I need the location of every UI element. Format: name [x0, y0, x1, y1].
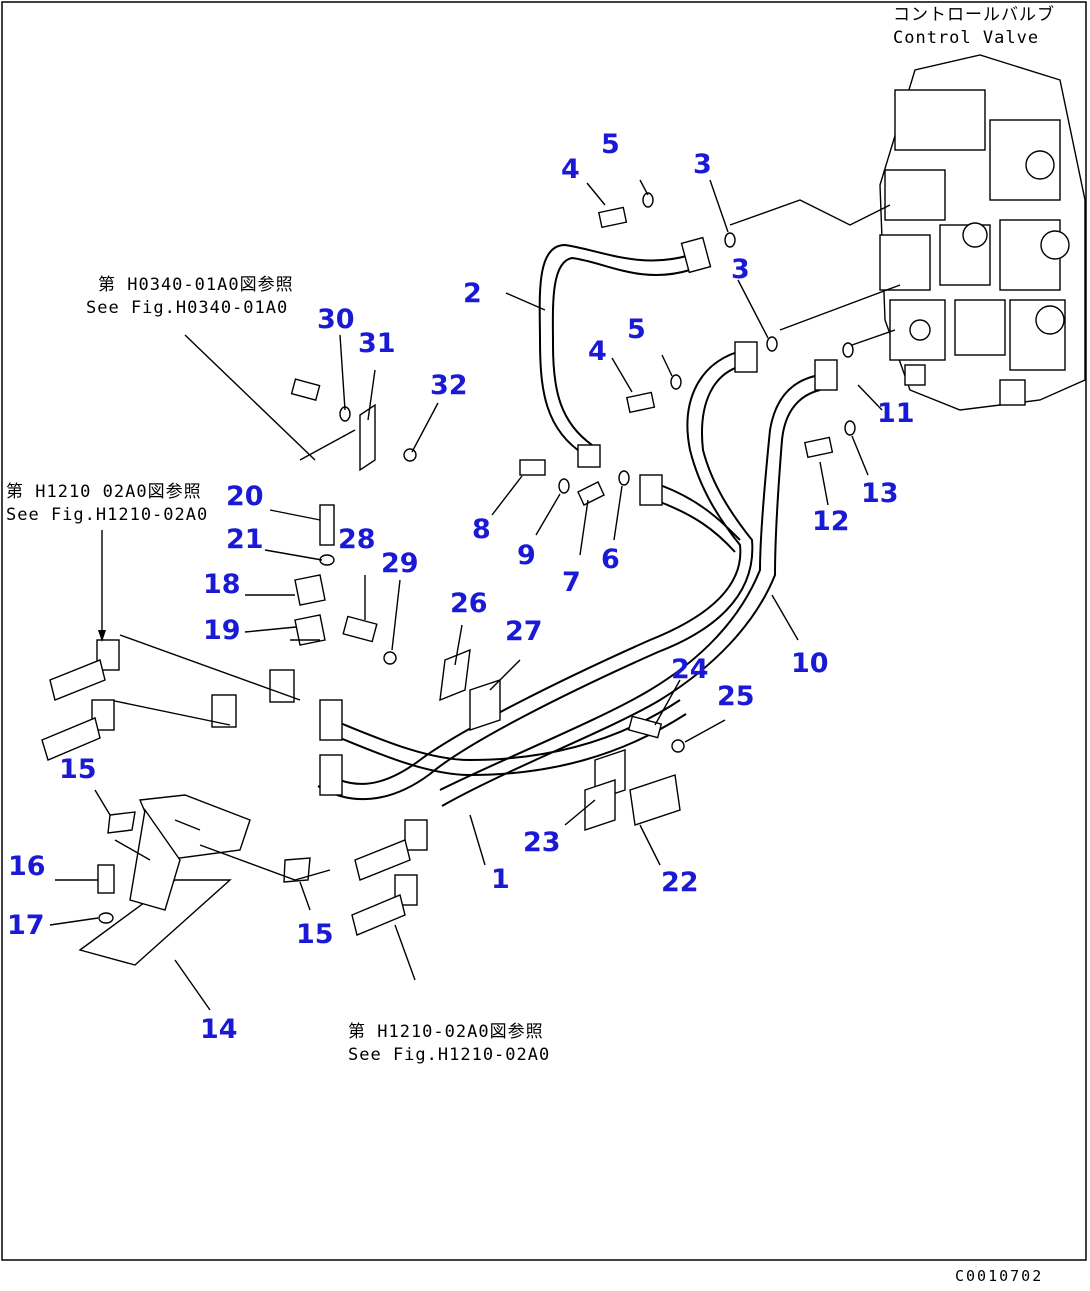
callout-13: 13	[861, 478, 899, 509]
callout-20: 20	[226, 481, 264, 512]
lower-pipes	[41, 634, 687, 936]
callout-15: 15	[59, 754, 97, 785]
callout-4: 4	[561, 154, 580, 185]
hose-10	[439, 359, 838, 807]
leader-lines	[49, 179, 901, 1011]
callout-14: 14	[200, 1014, 238, 1045]
callout-12: 12	[812, 506, 850, 537]
callout-15: 15	[296, 919, 334, 950]
note-ref-h0340-jp: 第 H0340-01A0図参照	[98, 275, 294, 295]
note-control-valve-jp: コントロールバルブ	[893, 5, 1055, 25]
callout-9: 9	[517, 540, 536, 571]
border	[1, 1, 1087, 1261]
control-valve-body	[879, 54, 1086, 411]
callout-22: 22	[661, 867, 699, 898]
callout-3: 3	[731, 254, 750, 285]
note-ref-h0340-en: See Fig.H0340-01A0	[86, 298, 289, 318]
note-ref-h1210a-jp: 第 H1210 02A0図参照	[6, 482, 202, 502]
note-ref-h1210a-en: See Fig.H1210-02A0	[6, 505, 209, 525]
callout-3: 3	[693, 149, 712, 180]
bracket-14	[78, 794, 251, 966]
callout-29: 29	[381, 548, 419, 579]
note-control-valve-en: Control Valve	[893, 28, 1040, 48]
callout-1: 1	[491, 864, 510, 895]
callout-16: 16	[8, 851, 46, 882]
callout-5: 5	[627, 314, 646, 345]
callout-6: 6	[601, 544, 620, 575]
note-ref-h1210b-jp: 第 H1210-02A0図参照	[348, 1022, 544, 1042]
small-parts	[97, 192, 856, 924]
hose-1	[317, 341, 758, 801]
callout-4: 4	[588, 336, 607, 367]
drawing-code: C0010702	[955, 1267, 1044, 1285]
note-ref-h1210b-en: See Fig.H1210-02A0	[348, 1045, 551, 1065]
callout-23: 23	[523, 827, 561, 858]
callout-11: 11	[877, 398, 915, 429]
callout-26: 26	[450, 588, 488, 619]
callout-32: 32	[430, 370, 468, 401]
callout-19: 19	[203, 615, 241, 646]
callout-21: 21	[226, 524, 264, 555]
callout-31: 31	[358, 328, 396, 359]
callout-7: 7	[562, 567, 581, 598]
callout-18: 18	[203, 569, 241, 600]
callout-17: 17	[7, 910, 45, 941]
callout-25: 25	[717, 681, 755, 712]
callout-2: 2	[463, 278, 482, 309]
callout-24: 24	[671, 654, 709, 685]
callout-27: 27	[505, 616, 543, 647]
callout-5: 5	[601, 129, 620, 160]
callout-8: 8	[472, 514, 491, 545]
callout-30: 30	[317, 304, 355, 335]
callout-10: 10	[791, 648, 829, 679]
callout-28: 28	[338, 524, 376, 555]
hose-2	[538, 236, 712, 468]
